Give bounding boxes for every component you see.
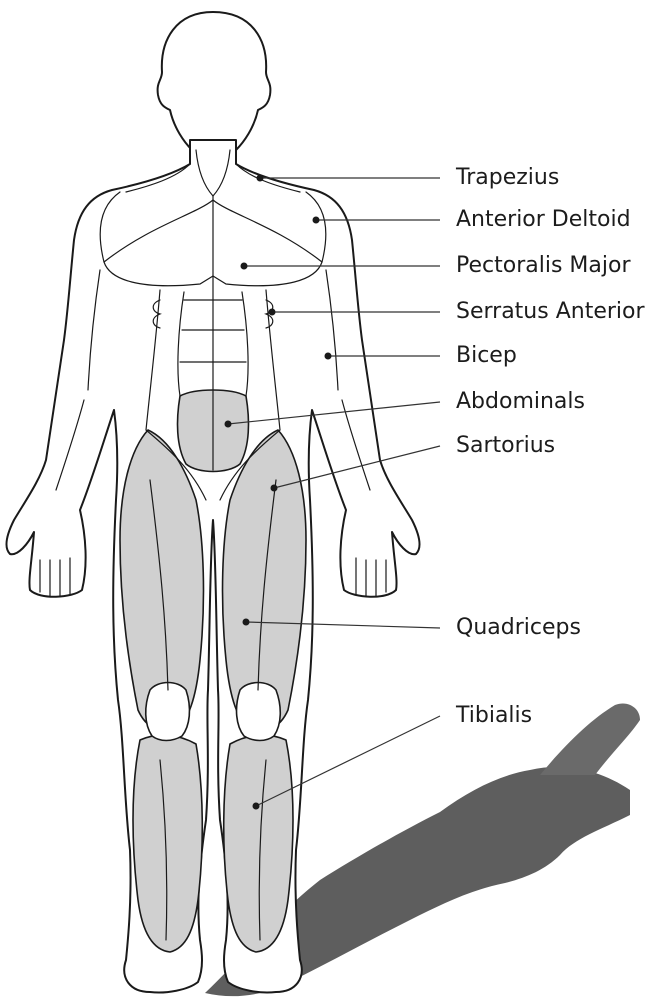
marker-tibialis [253,803,260,810]
label-quadriceps: Quadriceps [456,616,581,640]
marker-trapezius [257,175,264,182]
label-anterior-deltoid: Anterior Deltoid [456,208,631,232]
right-knee [237,683,281,741]
label-trapezius: Trapezius [456,166,559,190]
marker-quadriceps [243,619,250,626]
marker-serratus-anterior [269,309,276,316]
muscle-left-shin [133,735,202,952]
figure-shadow-arm [540,703,640,775]
label-tibialis: Tibialis [456,704,532,728]
head [158,12,271,150]
label-sartorius: Sartorius [456,434,555,458]
marker-sartorius [271,485,278,492]
marker-pectoralis-major [241,263,248,270]
label-serratus-anterior: Serratus Anterior [456,300,645,324]
marker-bicep [325,353,332,360]
marker-anterior-deltoid [313,217,320,224]
marker-abdominals [225,421,232,428]
label-abdominals: Abdominals [456,390,585,414]
label-bicep: Bicep [456,344,517,368]
label-pectoralis-major: Pectoralis Major [456,254,631,278]
muscle-right-shin [224,735,293,952]
left-knee [146,683,190,741]
